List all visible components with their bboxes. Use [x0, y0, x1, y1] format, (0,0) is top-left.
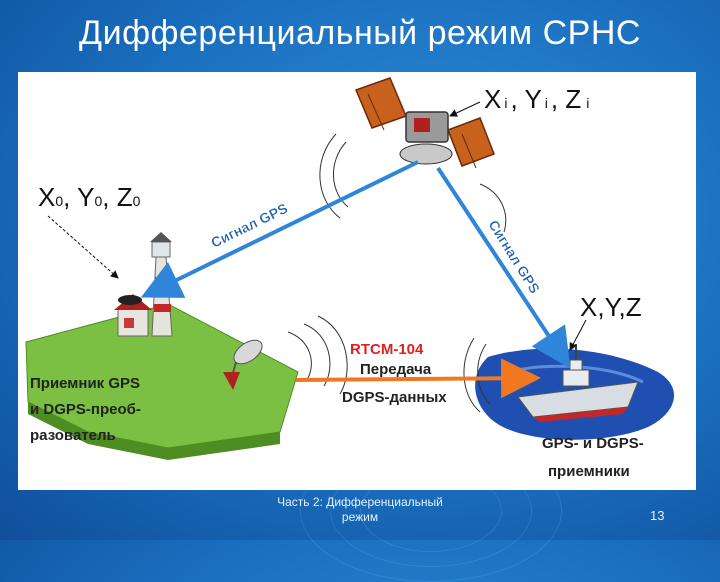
base-station-icon [114, 232, 173, 337]
base-caption: Приемник GPS и DGPS-преоб- разователь [30, 375, 145, 444]
rtcm-label: RTCM-104 [350, 341, 424, 358]
pointer-arrow-ship [569, 319, 587, 351]
ship-coords-label: X,Y,Z [580, 292, 642, 322]
pointer-arrow-base [47, 215, 119, 279]
slide-title: Дифференциальный режим СРНС [79, 14, 641, 52]
footer-section-line2: режим [341, 510, 379, 524]
footer-section-line1: Часть 2: Дифференциальный [277, 495, 443, 509]
footer-section: Часть 2: Дифференциальный режим [250, 495, 470, 525]
transfer-waves [287, 315, 348, 395]
satellite-icon [354, 77, 495, 169]
base-coords-label: X0, Y0, Z0 [38, 182, 141, 212]
transfer-label-1: Передача [360, 361, 432, 378]
dish-antenna-icon [223, 339, 263, 390]
signal-line-ship [436, 166, 571, 369]
satellite-waves [319, 133, 507, 233]
page-number: 13 [650, 508, 665, 523]
ship-icon [517, 344, 639, 422]
transfer-arrow [295, 358, 541, 399]
ship-caption: GPS- и DGPS- приемники [542, 435, 648, 480]
pointer-arrow-satellite [449, 101, 481, 117]
transfer-label-2: DGPS-данных [342, 389, 447, 406]
signal-line-base [140, 160, 419, 298]
ground-plate-edge [28, 402, 280, 460]
